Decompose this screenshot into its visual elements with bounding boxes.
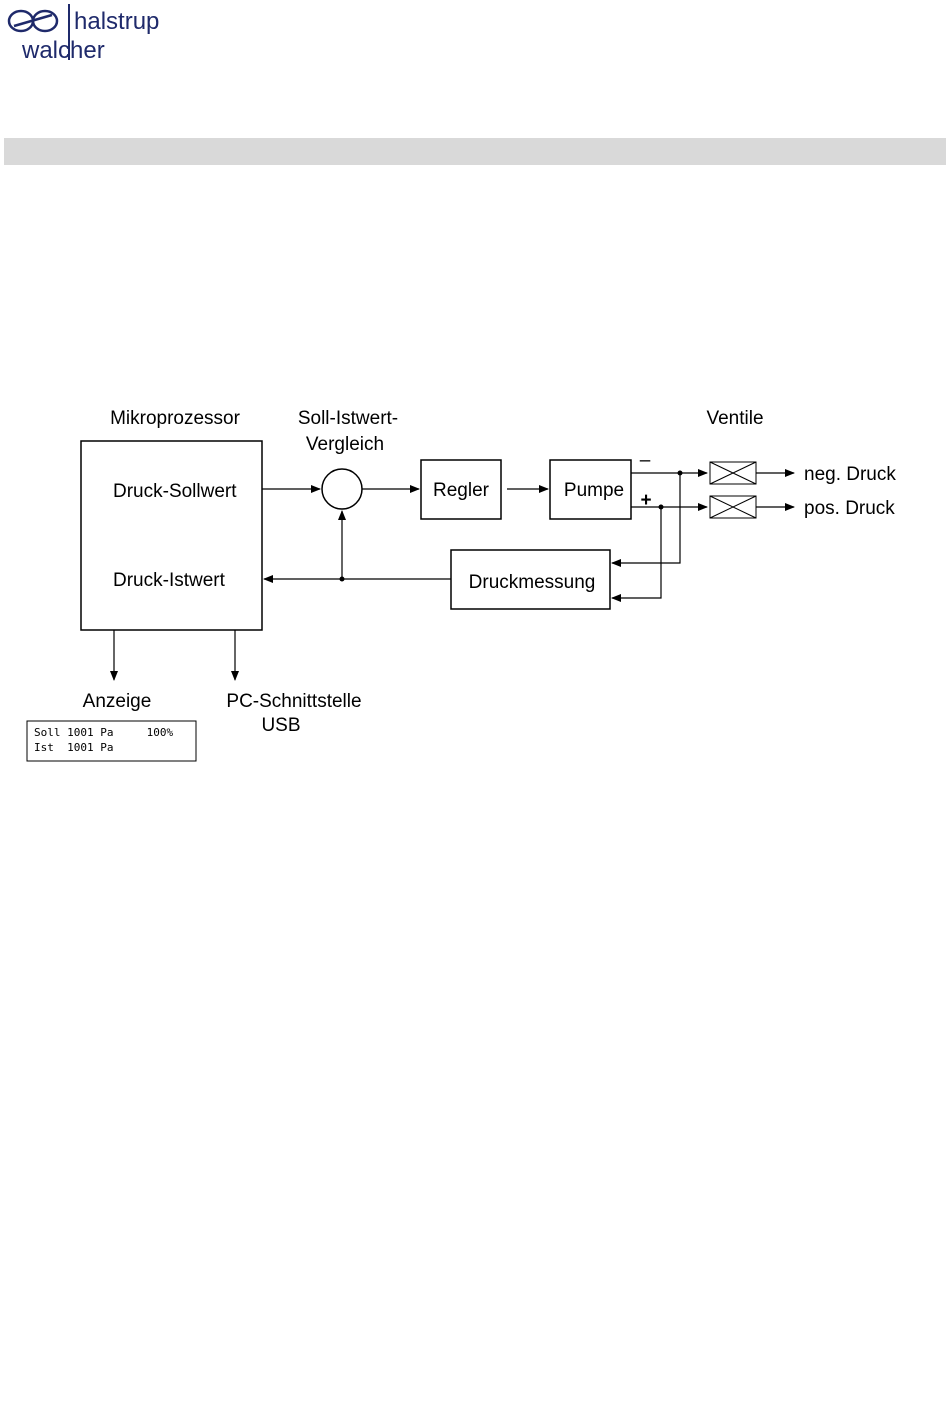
label-anzeige: Anzeige bbox=[83, 691, 152, 712]
label-neg-druck: neg. Druck bbox=[804, 464, 896, 485]
label-druckmessung: Druckmessung bbox=[469, 572, 596, 593]
line-pos-to-druckmessung bbox=[612, 507, 661, 598]
label-pumpe: Pumpe bbox=[564, 480, 624, 501]
comparator-circle bbox=[322, 469, 362, 509]
label-pc-schnittstelle: PC-Schnittstelle bbox=[226, 691, 361, 712]
label-usb: USB bbox=[261, 715, 300, 736]
label-druck-istwert: Druck-Istwert bbox=[113, 570, 226, 591]
label-ventile: Ventile bbox=[706, 408, 763, 429]
label-minus: – bbox=[640, 450, 651, 471]
label-vergleich: Vergleich bbox=[306, 434, 384, 455]
label-pos-druck: pos. Druck bbox=[804, 498, 895, 519]
label-regler: Regler bbox=[433, 480, 490, 501]
lcd-line-1: Soll 1001 Pa 100% bbox=[34, 726, 173, 739]
label-plus: + bbox=[640, 490, 651, 511]
valve-neg-icon bbox=[710, 462, 756, 484]
mikroprozessor-box bbox=[81, 441, 262, 630]
label-soll-istwert: Soll-Istwert- bbox=[298, 408, 398, 429]
lcd-line-2: Ist 1001 Pa bbox=[34, 741, 113, 754]
label-mikroprozessor: Mikroprozessor bbox=[110, 408, 241, 429]
valve-pos-icon bbox=[710, 496, 756, 518]
label-druck-sollwert: Druck-Sollwert bbox=[113, 481, 237, 502]
